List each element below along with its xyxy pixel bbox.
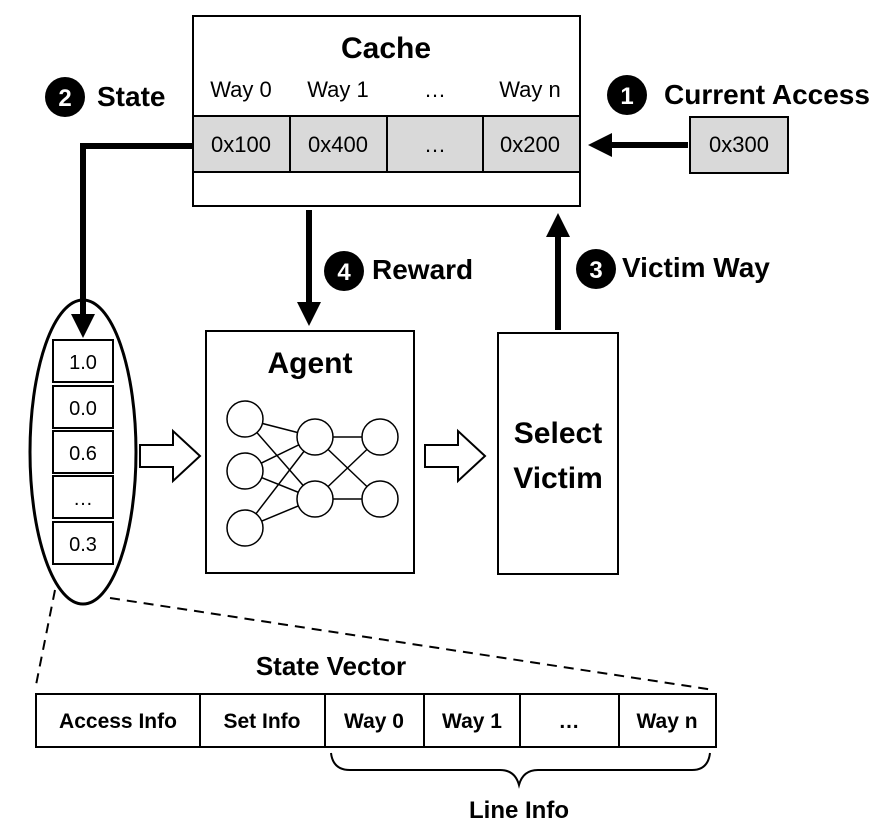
step-3-number: 3 [589, 257, 602, 284]
state-vector-way-1-index: 1 [490, 710, 502, 733]
agent-to-victim-arrow [424, 428, 487, 484]
state-vector-way-n-prefix: Way [636, 710, 684, 733]
state-column-cell [52, 339, 114, 383]
cache-cell-ellipsis: … [424, 132, 446, 157]
current-access-label: Current Access [664, 79, 870, 110]
state-vector-way-1-prefix: Way [442, 710, 490, 733]
zoom-line-left [34, 589, 56, 691]
state-column-group: 1.0 0.0 0.6 … 0.3 [28, 298, 138, 606]
line-info-brace [330, 752, 711, 789]
agent-title: Agent [268, 347, 353, 380]
state-vector-way-1: Way 1 [442, 710, 502, 733]
zoom-line-right [109, 597, 715, 691]
state-vector-ellipsis: … [559, 710, 580, 733]
state-vector-access-info: Access Info [59, 710, 177, 733]
state-column-cell [52, 521, 114, 565]
state-value-0: 1.0 [69, 352, 97, 374]
state-column-cell [52, 430, 114, 474]
neural-network-icon [226, 400, 399, 547]
state-column-cell [52, 385, 114, 429]
select-victim-line1: Select [514, 417, 602, 450]
select-victim-block: Select Victim [497, 332, 619, 575]
state-value-4: 0.3 [69, 534, 97, 556]
state-vector-way-0-prefix: Way [344, 710, 392, 733]
state-vector-way-0: Way 0 [344, 710, 404, 733]
state-vector-group: State Vector Access Info Set Info Way 0 … [35, 651, 717, 824]
agent-block: Agent [205, 330, 415, 574]
reward-label: Reward [372, 254, 473, 285]
state-vector-way-0-index: 0 [392, 710, 404, 733]
current-access-group: 1 Current Access 0x300 [588, 75, 870, 174]
state-column-cell [52, 475, 114, 519]
state-column-ellipse [28, 298, 138, 606]
step-3-badge [576, 249, 616, 289]
cache-way-n-label: Way n [499, 77, 561, 102]
state-value-2: 0.6 [69, 443, 97, 465]
state-vector-box [35, 693, 717, 748]
state-arrow [71, 143, 193, 338]
current-access-address-box [689, 116, 789, 174]
state-label: State [97, 81, 165, 112]
victim-way-group: 3 Victim Way [546, 213, 770, 330]
victim-way-label: Victim Way [622, 252, 770, 283]
cache-way-0-label: Way 0 [210, 77, 272, 102]
state-vector-title: State Vector [256, 651, 406, 681]
cache-cell-way0-address: 0x100 [211, 132, 271, 157]
step-1-badge [607, 75, 647, 115]
current-access-address: 0x300 [709, 132, 769, 157]
state-group: 2 State [45, 77, 193, 338]
state-to-agent-arrow [139, 428, 202, 484]
cache-way-ellipsis-label: … [424, 77, 446, 102]
cache-way-1-label: Way 1 [307, 77, 369, 102]
cache-block: Cache Way 0 Way 1 … Way n 0x100 0x400 … … [192, 15, 581, 207]
step-2-badge [45, 77, 85, 117]
step-2-number: 2 [58, 85, 71, 112]
reward-group: 4 Reward [297, 210, 473, 326]
line-info-label: Line Info [469, 797, 569, 824]
select-victim-line2: Victim [513, 462, 603, 495]
state-vector-set-info: Set Info [224, 710, 301, 733]
state-value-1: 0.0 [69, 398, 97, 420]
state-value-ellipsis: … [73, 488, 93, 510]
cache-box [192, 15, 581, 207]
cache-cell-way1-address: 0x400 [308, 132, 368, 157]
select-victim-box [497, 332, 619, 575]
cache-cell-wayn-address: 0x200 [500, 132, 560, 157]
cache-title: Cache [341, 32, 431, 65]
step-4-badge [324, 251, 364, 291]
state-vector-way-n-index: n [685, 710, 698, 733]
step-1-number: 1 [620, 83, 633, 110]
state-vector-way-n: Way n [636, 710, 697, 733]
step-4-number: 4 [337, 259, 351, 286]
